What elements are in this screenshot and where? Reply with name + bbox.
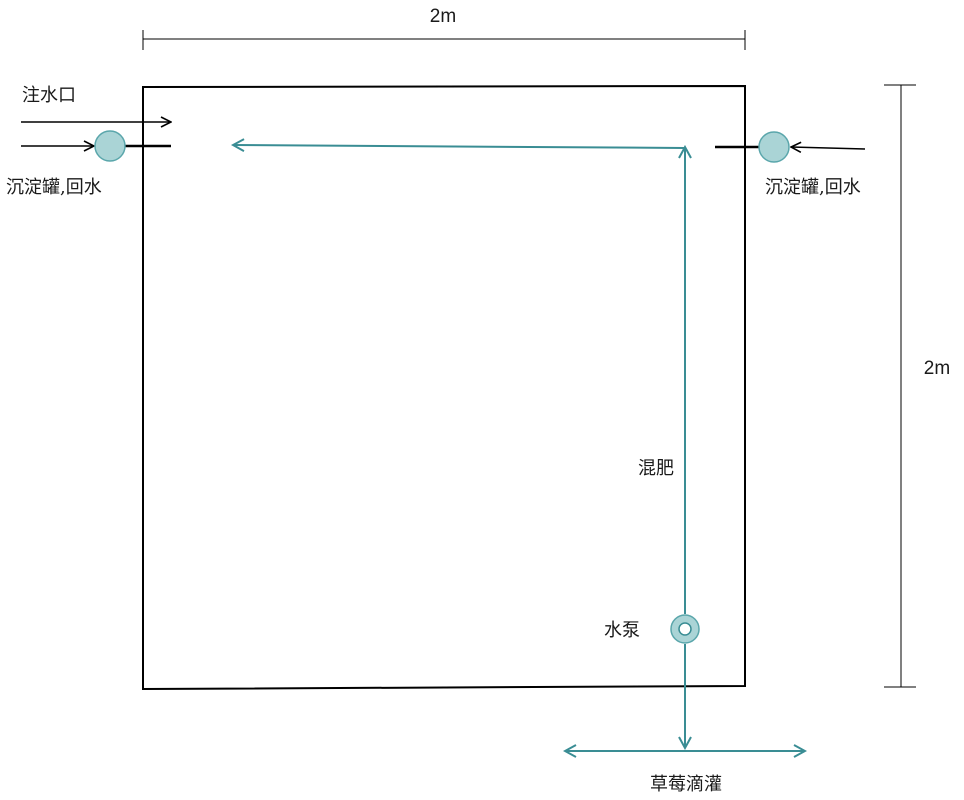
width-label: 2m (430, 6, 456, 27)
mixing-label: 混肥 (638, 458, 674, 479)
left-return-label: 沉淀罐,回水 (6, 177, 102, 198)
drip-label: 草莓滴灌 (650, 774, 722, 795)
right-return-port (758, 131, 790, 163)
left-inlet-group: 注水口 沉淀罐,回水 (6, 85, 171, 198)
pump-group: 水泵 (604, 614, 700, 644)
height-dimension: 2m (884, 84, 950, 688)
inlet-label: 注水口 (22, 85, 76, 106)
left-return-port (94, 130, 126, 162)
pump-icon-core (678, 622, 692, 636)
tank-outline (142, 84, 746, 691)
right-return-group: 沉淀罐,回水 (715, 131, 866, 198)
right-return-label: 沉淀罐,回水 (765, 177, 861, 198)
height-label: 2m (924, 358, 950, 379)
drip-irrigation-group: 草莓滴灌 (565, 644, 805, 795)
mixing-horizontal-arrow (233, 145, 686, 148)
width-dimension: 2m (142, 6, 746, 50)
right-return-arrow (791, 147, 866, 149)
pump-label: 水泵 (604, 620, 640, 641)
mixing-flow: 混肥 (233, 145, 685, 614)
